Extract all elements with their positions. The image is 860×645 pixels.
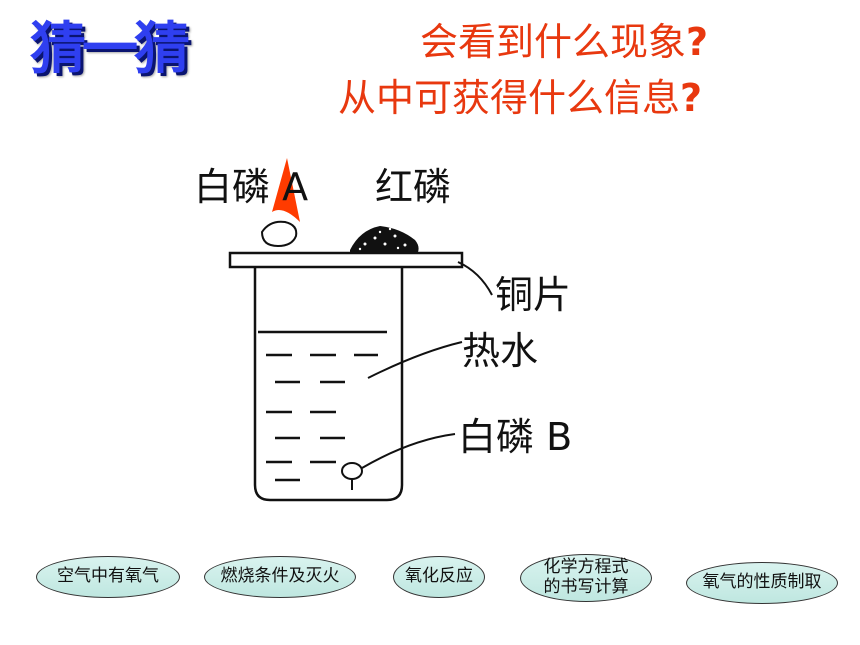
copper-sheet [228, 251, 464, 269]
red-phosphorus-pile [350, 226, 419, 252]
link-oxidation-reaction[interactable]: 氧化反应 [393, 556, 485, 598]
link-chemical-equations[interactable]: 化学方程式的书写计算 [520, 554, 652, 602]
question-information-text: 从中可获得什么信息 [338, 76, 681, 120]
label-white-phosphorus-a: 白磷 A [194, 165, 309, 209]
leader-copper [457, 261, 493, 296]
question-information: 从中可获得什么信息? [338, 76, 703, 120]
link-oxygen-properties[interactable]: 氧气的性质制取 [686, 562, 838, 604]
label-hot-water: 热水 [462, 329, 539, 373]
link-oxygen-in-air-label: 空气中有氧气 [57, 566, 159, 587]
link-chemical-equations-line1: 化学方程式 [543, 557, 629, 578]
link-combustion-conditions[interactable]: 燃烧条件及灭火 [204, 556, 356, 598]
label-copper-sheet: 铜片 [495, 273, 572, 317]
white-phosphorus-b [341, 462, 363, 480]
title-art: 猜一猜 [30, 17, 190, 82]
link-combustion-conditions-label: 燃烧条件及灭火 [220, 566, 340, 587]
water-dashes [266, 353, 378, 482]
question-phenomenon: 会看到什么现象? [420, 20, 709, 64]
leader-hot-water [367, 341, 463, 379]
label-red-phosphorus: 红磷 [375, 165, 452, 209]
beaker [253, 268, 404, 502]
leader-phosphorus-b [361, 433, 456, 469]
label-white-phosphorus-b: 白磷 B [458, 415, 573, 459]
link-oxidation-reaction-label: 氧化反应 [405, 566, 473, 587]
link-oxygen-in-air[interactable]: 空气中有氧气 [36, 556, 180, 598]
question-mark: ? [686, 20, 709, 64]
flame-icon [272, 158, 300, 222]
link-chemical-equations-line2: 的书写计算 [543, 577, 629, 597]
link-oxygen-properties-label: 氧气的性质制取 [702, 572, 822, 593]
question-mark: ? [680, 76, 703, 120]
question-phenomenon-text: 会看到什么现象 [420, 20, 687, 64]
white-phosphorus-a-lump [260, 220, 298, 248]
